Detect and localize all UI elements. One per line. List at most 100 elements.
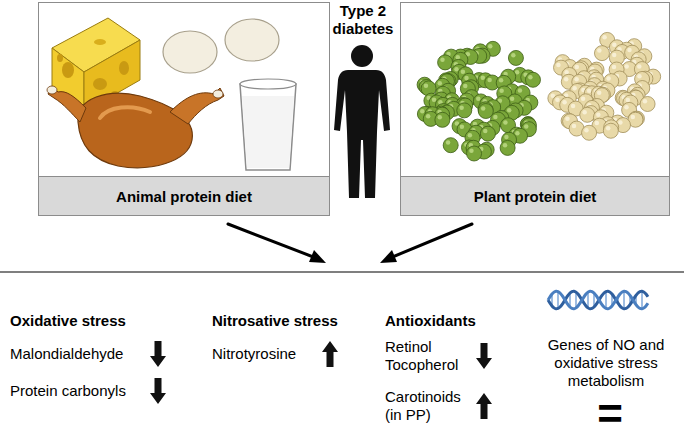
down-arrow <box>150 341 166 367</box>
seed-highlight <box>454 67 459 72</box>
seed-highlight <box>618 120 623 125</box>
dna-rung <box>641 291 643 309</box>
seed-highlight <box>483 129 488 134</box>
diet-arrows <box>228 224 472 263</box>
seed-highlight <box>627 48 632 53</box>
seed-highlight <box>624 105 629 110</box>
label-band: Animal protein diet <box>39 176 329 215</box>
seed-highlight <box>572 86 577 91</box>
seed-highlight <box>426 114 431 119</box>
genes-text: Genes of NO and oxidative stress metabol… <box>532 336 680 390</box>
seed-highlight <box>504 135 509 140</box>
seed-highlight <box>515 131 520 136</box>
pulse-seed <box>508 50 523 65</box>
down-arrow <box>150 378 166 404</box>
seed-highlight <box>606 76 611 81</box>
seed-highlight <box>612 42 617 47</box>
seed-highlight <box>446 140 451 145</box>
pulse-seed <box>580 107 595 122</box>
trend-arrows <box>150 341 492 419</box>
seed-highlight <box>564 77 569 82</box>
seed-highlight <box>476 97 481 102</box>
seed-highlight <box>518 88 523 93</box>
seed-highlight <box>440 58 445 63</box>
seed-highlight <box>612 65 617 70</box>
seed-highlight <box>637 74 642 79</box>
seed-highlight <box>606 126 611 131</box>
seed-highlight <box>499 78 504 83</box>
seed-highlight <box>612 53 617 58</box>
seed-highlight <box>420 109 425 114</box>
pulse-seed <box>438 55 453 70</box>
person-silhouette <box>334 45 390 198</box>
marker-text: Retinol Tocopherol <box>385 338 469 374</box>
seed-highlight <box>432 98 437 103</box>
seed-highlight <box>468 133 473 138</box>
seed-highlight <box>481 106 486 111</box>
seed-highlight <box>587 88 592 93</box>
seed-highlight <box>528 75 533 80</box>
pulse-seed <box>525 72 540 87</box>
seed-highlight <box>438 115 443 120</box>
pulse-seed <box>500 140 515 155</box>
seed-highlight <box>507 108 512 113</box>
seed-highlight <box>562 100 567 105</box>
seed-highlight <box>503 120 508 125</box>
marker-text: Carotinoids (in PP) <box>385 388 477 424</box>
seed-highlight <box>572 124 577 129</box>
dna-rung <box>557 291 559 308</box>
seed-highlight <box>571 104 576 109</box>
seed-highlight <box>582 110 587 115</box>
pulse-seed <box>594 46 609 61</box>
seed-highlight <box>575 65 580 70</box>
seed-highlight <box>637 64 642 69</box>
dna-rung <box>623 291 625 309</box>
seed-highlight <box>493 115 498 120</box>
label-band: Plant protein diet <box>401 176 669 215</box>
seed-highlight <box>626 98 631 103</box>
condition-title: Type 2 diabetes <box>318 2 408 38</box>
marker-text: Malondialdehyde <box>10 345 150 363</box>
diet-label: Animal protein diet <box>112 188 256 205</box>
seed-highlight <box>459 105 464 110</box>
seed-highlight <box>424 84 429 89</box>
seed-highlight <box>461 69 466 74</box>
marker-text: Nitrotyrosine <box>212 345 322 363</box>
seed-highlight <box>499 89 504 94</box>
seed-highlight <box>597 90 602 95</box>
pulse-seed <box>480 126 495 141</box>
diet-label: Plant protein diet <box>470 188 601 205</box>
category-heading: Antioxidants <box>385 312 525 330</box>
pulse-seed <box>603 123 618 138</box>
seed-highlight <box>488 44 493 49</box>
up-arrow <box>322 341 338 367</box>
category-heading: Nitrosative stress <box>212 312 382 330</box>
seed-highlight <box>596 112 601 117</box>
seed-highlight <box>460 125 465 130</box>
category-heading: Oxidative stress <box>10 312 190 330</box>
down-arrow <box>476 343 492 369</box>
seed-highlight <box>574 77 579 82</box>
dna-strand <box>548 291 648 309</box>
seed-highlight <box>595 121 600 126</box>
pulse-seed <box>457 103 472 118</box>
seed-highlight <box>503 143 508 148</box>
diet-box: Animal protein diet <box>38 2 330 216</box>
eggs-icon <box>163 19 279 73</box>
seed-highlight <box>602 35 607 40</box>
seed-highlight <box>510 97 515 102</box>
seed-highlight <box>456 55 461 60</box>
dna-rung <box>605 291 607 308</box>
pulse-seed <box>443 138 458 153</box>
seed-highlight <box>511 53 516 58</box>
seed-highlight <box>487 78 492 83</box>
pulse-seed <box>467 146 482 161</box>
seed-highlight <box>524 124 529 129</box>
seed-highlight <box>565 116 570 121</box>
seed-highlight <box>469 149 474 154</box>
up-arrow <box>476 393 492 419</box>
seed-highlight <box>555 98 560 103</box>
seed-highlight <box>464 76 469 81</box>
seed-highlight <box>564 70 569 75</box>
dna-strand <box>548 291 648 309</box>
